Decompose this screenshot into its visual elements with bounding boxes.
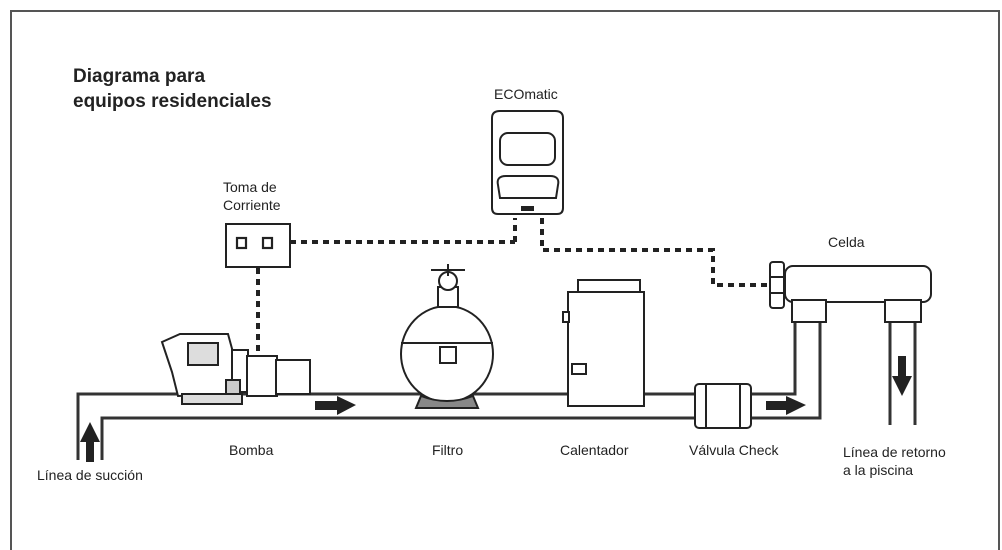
outlet-label-1: Toma de: [223, 179, 277, 195]
ecomatic-label: ECOmatic: [494, 86, 558, 102]
outlet: [225, 223, 291, 268]
equipment-diagram: Diagrama para equipos residenciales: [37, 66, 946, 483]
suction-up-arrow: [80, 422, 100, 462]
heater-label: Calentador: [560, 442, 629, 458]
salt-cell: [769, 261, 932, 323]
check-valve-label: Válvula Check: [689, 442, 779, 458]
suction-label: Línea de succión: [37, 467, 143, 483]
flow-arrow-2: [766, 396, 806, 415]
outlet-label-2: Corriente: [223, 197, 281, 213]
heater: [562, 279, 645, 407]
return-down-arrow: [892, 356, 912, 396]
pump-label: Bomba: [229, 442, 274, 458]
return-pipe: [888, 320, 917, 425]
check-valve: [694, 383, 752, 429]
sand-filter: [400, 264, 494, 409]
flow-arrows: [80, 356, 912, 462]
flow-arrow-1: [315, 396, 356, 415]
return-label-2: a la piscina: [843, 462, 913, 478]
filter-label: Filtro: [432, 442, 463, 458]
ecomatic-unit: [491, 110, 564, 215]
power-lines: [256, 218, 768, 360]
cell-label: Celda: [828, 234, 865, 250]
return-label-1: Línea de retorno: [843, 444, 946, 460]
title-line-1: Diagrama para: [73, 66, 205, 87]
diagram-frame: [10, 10, 1000, 550]
pump: [160, 333, 311, 405]
title-line-2: equipos residenciales: [73, 91, 272, 112]
